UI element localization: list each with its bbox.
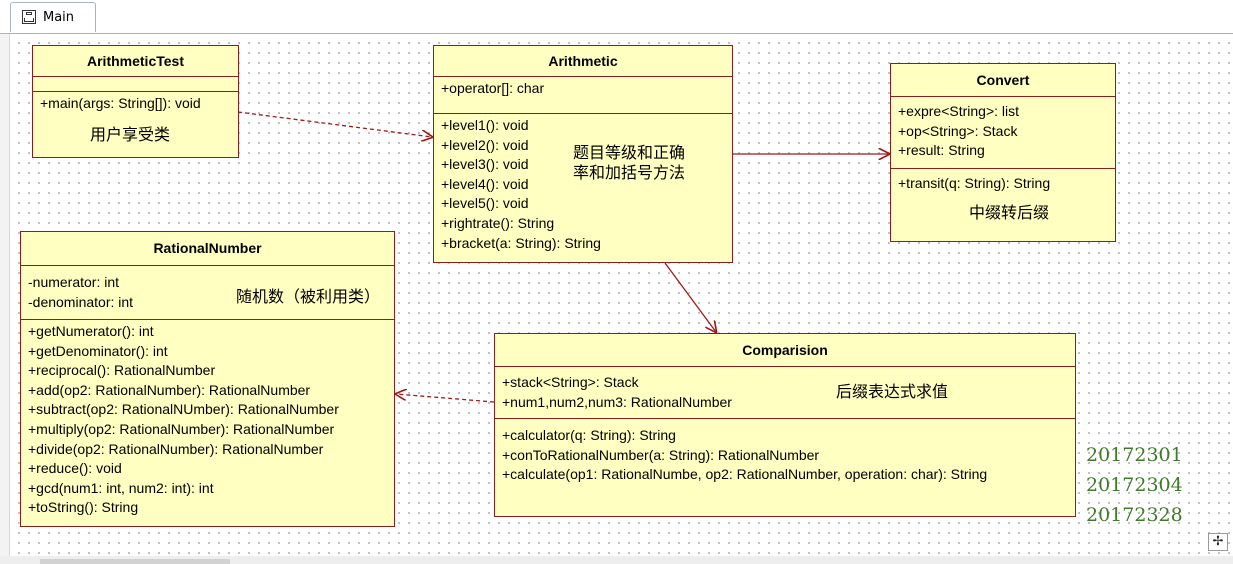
class-rationalnumber[interactable]: RationalNumber -numerator: int -denomina… <box>20 231 395 527</box>
attribute-row: -numerator: int <box>28 274 120 290</box>
operation-row: +reciprocal(): RationalNumber <box>28 362 216 379</box>
operation-row: +getNumerator(): int <box>28 323 154 339</box>
tab-main-label: Main <box>43 10 75 25</box>
attribute-row: +stack<String>: Stack <box>502 374 639 390</box>
attribute-row: -denominator: int <box>28 293 134 310</box>
operation-row: +calculator(q: String): String <box>502 427 676 443</box>
tab-divider <box>0 33 1233 34</box>
class-convert[interactable]: Convert +expre<String>: list +op<String>… <box>890 63 1116 242</box>
operation-row: +level4(): void <box>441 175 529 192</box>
attributes-section: -numerator: int -denominator: int <box>21 266 394 320</box>
operation-row: +add(op2: RationalNumber): RationalNumbe… <box>28 381 311 398</box>
canvas-left-edge <box>0 34 10 556</box>
tab-main[interactable]: Main <box>10 2 96 32</box>
attributes-section <box>33 77 238 92</box>
operation-row: +reduce(): void <box>28 460 122 477</box>
operation-row: +calculate(op1: RationalNumbe, op2: Rati… <box>502 466 988 483</box>
operation-row: +level1(): void <box>441 117 529 133</box>
class-name: Comparision <box>495 334 1075 367</box>
class-name: RationalNumber <box>21 232 394 266</box>
operations-section: +getNumerator(): int +getDenominator(): … <box>21 320 394 520</box>
operation-row: +transit(q: String): String <box>898 175 1051 191</box>
attribute-row: +num1,num2,num3: RationalNumber <box>502 393 732 410</box>
operation-row: +main(args: String[]): void <box>40 95 201 111</box>
student-id: 20172301 <box>1086 444 1183 466</box>
operation-row: +toString(): String <box>28 499 139 516</box>
student-id: 20172328 <box>1086 504 1183 526</box>
class-name: ArithmeticTest <box>33 46 238 77</box>
note-convert: 中缀转后缀 <box>969 203 1050 222</box>
class-name: Convert <box>891 64 1115 97</box>
student-ids: 20172301 20172304 20172328 <box>1086 440 1183 530</box>
class-name: Arithmetic <box>434 46 732 77</box>
operation-row: +conToRationalNumber(a: String): Rationa… <box>502 446 820 463</box>
operation-row: +multiply(op2: RationalNumber): Rational… <box>28 420 335 437</box>
operation-row: +level3(): void <box>441 156 529 173</box>
operation-row: +level5(): void <box>441 195 529 212</box>
tab-strip: Main <box>0 0 1233 34</box>
operation-row: +rightrate(): String <box>441 214 555 231</box>
student-id: 20172304 <box>1086 474 1183 496</box>
horizontal-scrollbar[interactable] <box>0 556 1233 564</box>
operations-section: +level1(): void +level2(): void +level3(… <box>434 114 732 255</box>
attributes-section: +stack<String>: Stack +num1,num2,num3: R… <box>495 367 1075 419</box>
note-arithmetic-line1: 题目等级和正确 <box>573 143 686 162</box>
attribute-row: +op<String>: Stack <box>898 122 1018 139</box>
note-arithmetictest: 用户享受类 <box>90 125 171 144</box>
attribute-row: +expre<String>: list <box>898 103 1020 119</box>
class-arithmetic[interactable]: Arithmetic +operator[]: char +level1(): … <box>433 45 733 263</box>
operation-row: +getDenominator(): int <box>28 342 168 359</box>
edge-arithmetic-to-comparision <box>664 262 716 332</box>
class-arithmetictest[interactable]: ArithmeticTest +main(args: String[]): vo… <box>32 45 239 158</box>
attributes-section: +expre<String>: list +op<String>: Stack … <box>891 97 1115 169</box>
operation-row: +gcd(num1: int, num2: int): int <box>28 479 214 496</box>
operations-section: +calculator(q: String): String +conToRat… <box>495 419 1075 487</box>
note-arithmetic-line2: 率和加括号方法 <box>573 163 686 182</box>
attribute-row: +result: String <box>898 142 985 159</box>
class-comparision[interactable]: Comparision +stack<String>: Stack +num1,… <box>494 333 1076 517</box>
operation-row: +divide(op2: RationalNumber): RationalNu… <box>28 440 324 457</box>
operation-row: +subtract(op2: RationalNUmber): Rational… <box>28 401 339 418</box>
attributes-section: +operator[]: char <box>434 77 732 114</box>
edge-comparision-to-rationalnumber <box>396 394 495 403</box>
note-comparision: 后缀表达式求值 <box>836 382 949 401</box>
edge-arithmetictest-to-arithmetic <box>237 111 432 137</box>
horizontal-scrollbar-thumb[interactable] <box>40 559 230 564</box>
attribute-row: +operator[]: char <box>441 80 545 96</box>
operation-row: +level2(): void <box>441 136 529 153</box>
diagram-icon <box>22 10 36 24</box>
operations-section: +transit(q: String): String <box>891 169 1115 196</box>
operations-section: +main(args: String[]): void <box>33 92 238 116</box>
note-rationalnumber: 随机数（被利用类） <box>236 287 381 306</box>
pan-navigator-button[interactable]: ✢ <box>1208 533 1228 551</box>
operation-row: +bracket(a: String): String <box>441 234 601 251</box>
